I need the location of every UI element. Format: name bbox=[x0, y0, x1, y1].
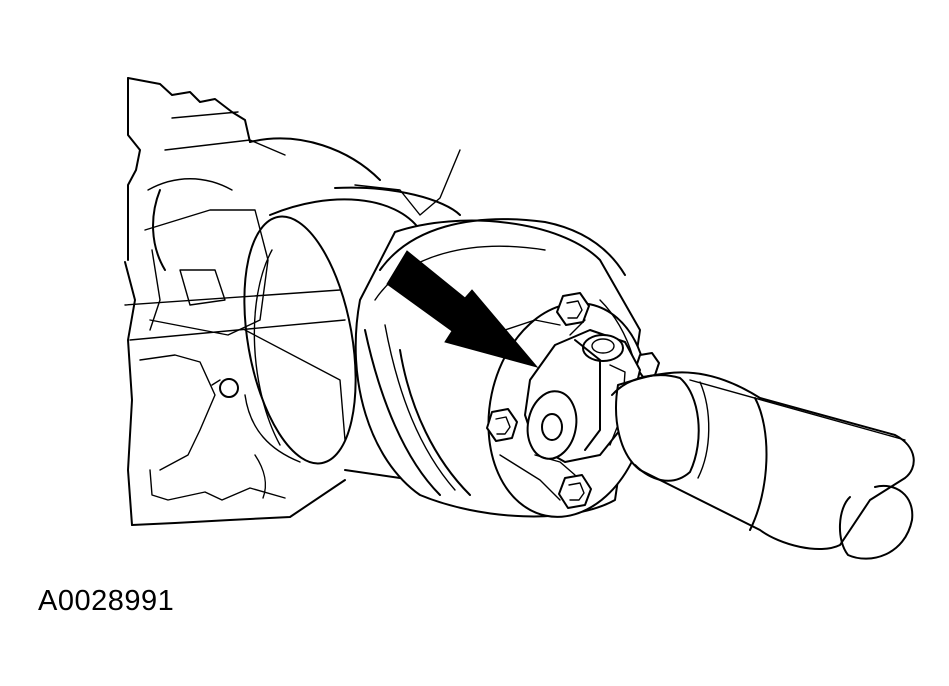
arrow-icon bbox=[387, 251, 537, 367]
transmission-case-outline bbox=[125, 78, 460, 525]
extension-housing bbox=[227, 138, 460, 478]
driveshaft-tube bbox=[612, 372, 914, 558]
flange-bolt-icon bbox=[559, 475, 591, 508]
figure-code: A0028991 bbox=[38, 585, 175, 617]
flange-bolt-icon bbox=[487, 409, 517, 441]
u-joint-yoke bbox=[522, 320, 640, 475]
callout-arrow bbox=[387, 251, 537, 367]
case-bolt-icon bbox=[220, 379, 238, 397]
